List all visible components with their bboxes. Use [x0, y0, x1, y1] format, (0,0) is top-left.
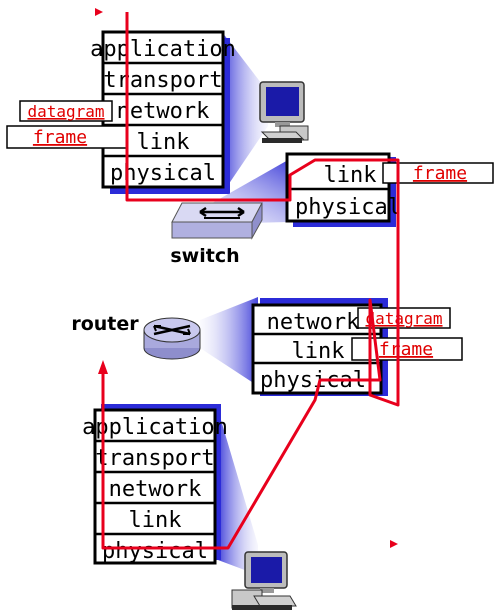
- layer-link: link: [137, 130, 190, 155]
- source-frame-tag: frame: [6, 125, 128, 149]
- layer-application: application: [90, 37, 236, 62]
- path-source-down: [101, 12, 400, 550]
- router-label: router: [71, 313, 139, 335]
- source-host: application transport network link physi…: [6, 30, 309, 194]
- switch-label: switch: [170, 245, 239, 267]
- dest-layer-transport: transport: [95, 446, 214, 471]
- router-layer-link: link: [292, 339, 345, 364]
- dest-layer-network: network: [109, 477, 202, 502]
- router-icon: [143, 317, 201, 360]
- router-node: network link physical datagram frame rou…: [71, 297, 463, 396]
- end-marker: [390, 540, 398, 548]
- destination-stack: application transport network link physi…: [82, 408, 228, 565]
- dest-layer-application: application: [82, 415, 228, 440]
- destination-beam: [218, 410, 258, 575]
- dest-layer-link: link: [129, 508, 182, 533]
- tag-frame-label: frame: [33, 127, 87, 148]
- source-computer-icon: [259, 81, 309, 143]
- switch-layer-physical: physical: [295, 195, 401, 220]
- source-datagram-tag: datagram: [19, 100, 113, 122]
- router-tag-frame-label: frame: [379, 339, 433, 360]
- router-layer-network: network: [267, 310, 360, 335]
- switch-frame-tag: frame: [382, 162, 494, 184]
- tag-datagram-label: datagram: [27, 102, 104, 121]
- dest-layer-physical: physical: [102, 539, 208, 564]
- router-tag-datagram-label: datagram: [365, 309, 442, 328]
- layer-transport: transport: [103, 68, 222, 93]
- router-frame-tag: frame: [351, 337, 463, 361]
- switch-layer-link: link: [324, 163, 377, 188]
- packet-path: [95, 8, 400, 550]
- router-datagram-tag: datagram: [357, 307, 451, 329]
- destination-host: application transport network link physi…: [82, 404, 297, 610]
- path-arrowhead: [98, 360, 108, 374]
- start-marker: [95, 8, 103, 16]
- switch-tag-frame-label: frame: [413, 163, 467, 184]
- destination-computer-icon: [231, 551, 297, 610]
- layer-network: network: [117, 99, 210, 124]
- source-beam: [222, 32, 268, 194]
- router-beam: [200, 297, 258, 386]
- switch-icon: [171, 202, 263, 240]
